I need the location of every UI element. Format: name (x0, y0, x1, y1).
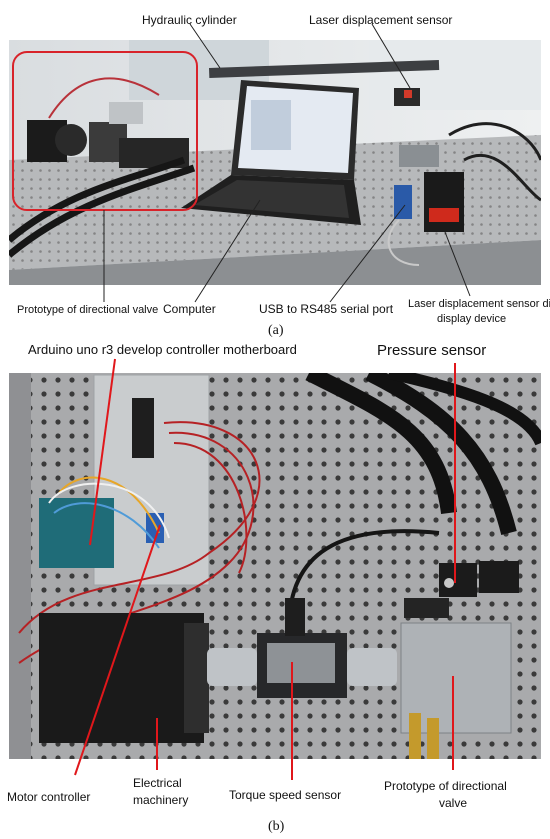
label-electrical-line1: Electrical (133, 776, 182, 790)
label-laser-displacement-sensor: Laser displacement sensor (309, 13, 453, 27)
label-computer: Computer (163, 302, 216, 316)
leader-computer (194, 199, 261, 303)
label-laser-display-line2: display device (437, 313, 507, 325)
label-torque-speed-sensor: Torque speed sensor (229, 788, 342, 802)
label-valve-prototype-a: Prototype of directional valve (17, 304, 159, 316)
photo-a-drawing (9, 40, 541, 285)
label-hydraulic-cylinder: Hydraulic cylinder (142, 13, 237, 27)
photo-b-drawing (9, 373, 541, 759)
photo-test-bench-b (9, 373, 541, 759)
caption-b: (b) (268, 819, 285, 834)
label-usb-rs485: USB to RS485 serial port (259, 302, 394, 316)
caption-a: (a) (268, 323, 284, 338)
label-laser-display-line1: Laser displacement sensor digital (408, 298, 550, 310)
label-valve-prototype-b-line1: Prototype of directional (384, 779, 507, 793)
valve-highlight-frame (12, 51, 198, 211)
label-valve-prototype-b-line2: valve (439, 796, 468, 810)
leader-laser-sensor (371, 23, 411, 89)
label-motor-controller: Motor controller (7, 790, 91, 804)
label-pressure-sensor: Pressure sensor (377, 342, 487, 359)
leader-usb-rs485 (329, 204, 406, 303)
leader-motor-controller (74, 524, 161, 776)
leader-hydraulic-cylinder (189, 23, 221, 69)
leader-arduino (89, 358, 116, 546)
photo-test-bench-a (9, 40, 541, 285)
leader-laser-display (444, 231, 471, 297)
label-electrical-line2: machinery (133, 793, 189, 807)
label-arduino: Arduino uno r3 develop controller mother… (28, 342, 297, 357)
